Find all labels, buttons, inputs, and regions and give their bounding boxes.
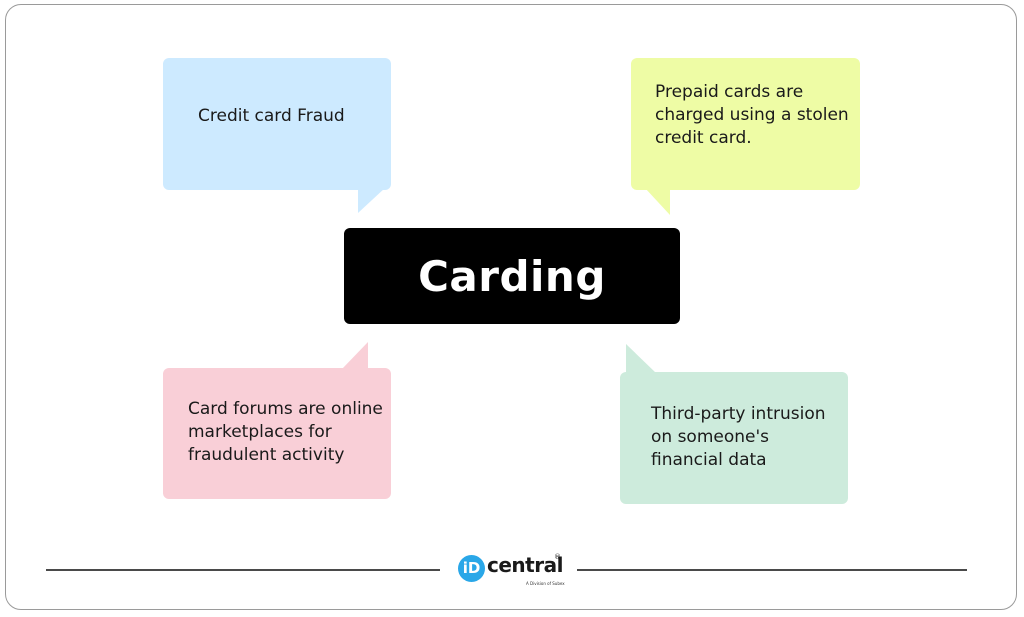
footer-divider-right: [577, 569, 967, 571]
bubble-text: Prepaid cards are charged using a stolen…: [655, 82, 849, 148]
center-topic-label: Carding: [418, 251, 606, 301]
bubble-tail: [645, 188, 670, 215]
logo-registered-mark: ®: [554, 553, 561, 561]
logo-wordmark: central: [487, 553, 563, 577]
bubble-tail: [626, 344, 656, 373]
bubble-tail: [342, 342, 368, 369]
logo-mark-icon: iD: [458, 555, 485, 582]
center-topic-box: Carding: [344, 228, 680, 324]
bubble-third-party-intrusion: Third-party intrusion on someone's finan…: [620, 372, 848, 504]
bubble-text: Card forums are online marketplaces for …: [188, 399, 383, 465]
footer-divider-left: [46, 569, 440, 571]
bubble-text: Third-party intrusion on someone's finan…: [651, 404, 826, 470]
idcentral-logo: iD central ® A Division of Subex: [458, 553, 566, 589]
bubble-card-forums: Card forums are online marketplaces for …: [163, 368, 391, 499]
bubble-tail: [358, 188, 385, 213]
bubble-credit-card-fraud: Credit card Fraud: [163, 58, 391, 190]
bubble-prepaid-cards: Prepaid cards are charged using a stolen…: [631, 58, 860, 190]
logo-subtitle: A Division of Subex: [526, 581, 565, 586]
bubble-text: Credit card Fraud: [198, 106, 345, 126]
